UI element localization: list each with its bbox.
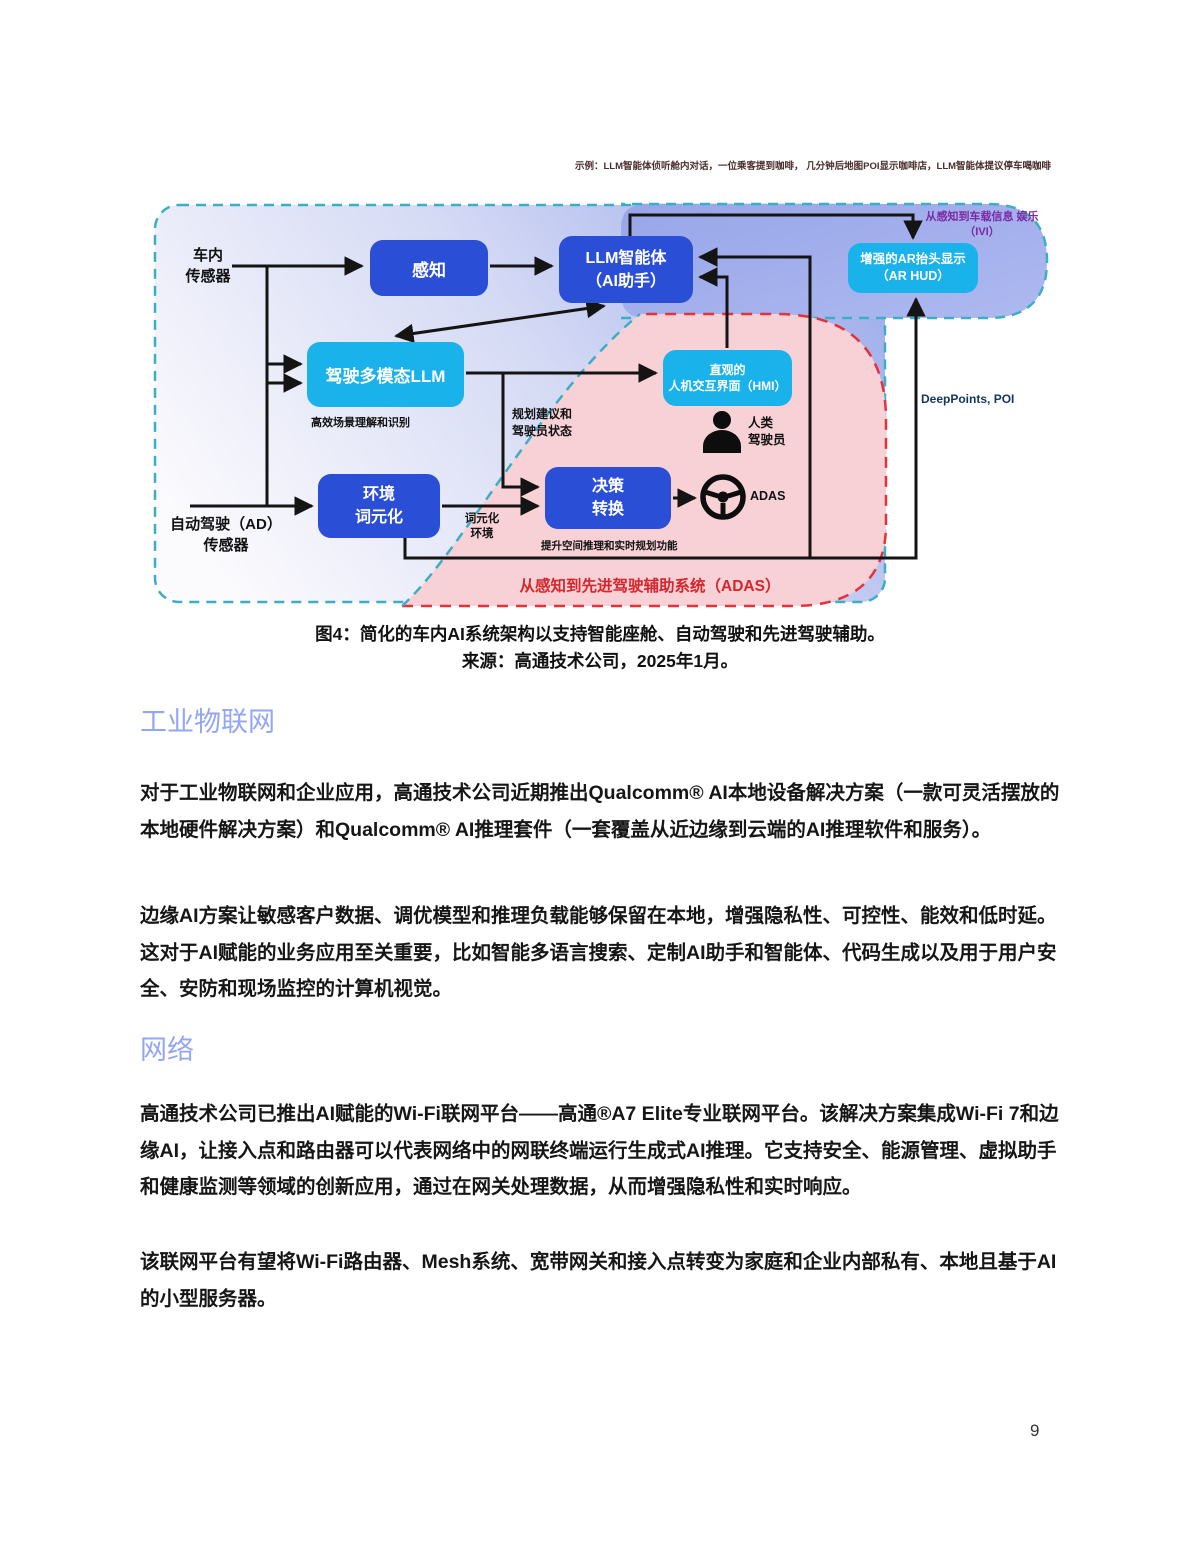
- flow-arrows: [190, 213, 926, 560]
- ivi-region-outline: [621, 202, 1049, 320]
- node-perception: 感知: [370, 240, 488, 296]
- adas-icon-label: ADAS: [750, 489, 786, 503]
- network-paragraph-1: 高通技术公司已推出AI赋能的Wi-Fi联网平台——高通®A7 Elite专业联网…: [140, 1103, 1059, 1198]
- human-driver-icon: [703, 411, 741, 453]
- node-env-tokenization: 环境 词元化: [318, 474, 440, 538]
- deeppoints-poi-label: DeepPoints, POI: [921, 392, 1015, 406]
- node-hmi: 直观的 人机交互界面（HMI）: [663, 350, 792, 406]
- page-number: 9: [1030, 1421, 1040, 1440]
- adas-steering-wheel-icon: [700, 474, 746, 520]
- heading-network: 网络: [140, 1035, 194, 1065]
- node-driving-multimodal-llm: 驾驶多模态LLM: [307, 342, 464, 407]
- example-note: 示例：LLM智能体侦听舱内对话，一位乘客提到咖啡， 几分钟后地图POI显示咖啡店…: [575, 161, 1052, 172]
- spatial-reasoning-label: 提升空间推理和实时规划功能: [541, 540, 678, 552]
- ivi-region-label: 从感知到车载信息 娱乐（IVI）: [925, 211, 1039, 238]
- node-llm-agent: LLM智能体 （AI助手）: [559, 236, 693, 303]
- ad-sensors-label: 自动驾驶（AD） 传感器: [170, 516, 282, 554]
- node-decision-conversion: 决策 转换: [545, 467, 671, 529]
- iiot-paragraph-2: 边缘AI方案让敏感客户数据、调优模型和推理负载能够保留在本地，增强隐私性、可控性…: [140, 905, 1057, 1000]
- human-driver-label: 人类 驾驶员: [748, 416, 786, 447]
- adas-region-outline-red: [402, 312, 888, 608]
- node-ar-hud: 增强的AR抬头显示 （AR HUD）: [848, 243, 978, 293]
- iiot-paragraph-1: 对于工业物联网和企业应用，高通技术公司近期推出Qualcomm® AI本地设备解…: [140, 782, 1060, 841]
- heading-industrial-iot: 工业物联网: [140, 707, 275, 737]
- tokenized-env-label: 词元化 环境: [464, 513, 500, 540]
- network-paragraph-2: 该联网平台有望将Wi-Fi路由器、Mesh系统、宽带网关和接入点转变为家庭和企业…: [140, 1251, 1057, 1310]
- adas-region-label: 从感知到先进驾驶辅助系统（ADAS）: [519, 578, 781, 595]
- planning-label: 规划建议和 驾驶员状态: [512, 407, 573, 438]
- in-cabin-sensors-label: 车内 传感器: [185, 247, 231, 285]
- scene-understanding-label: 高效场景理解和识别: [311, 417, 410, 429]
- adas-region-outline-teal: [401, 313, 641, 607]
- figure-caption: 图4：简化的车内AI系统架构以支持智能座舱、自动驾驶和先进驾驶辅助。 来源：高通…: [315, 624, 885, 671]
